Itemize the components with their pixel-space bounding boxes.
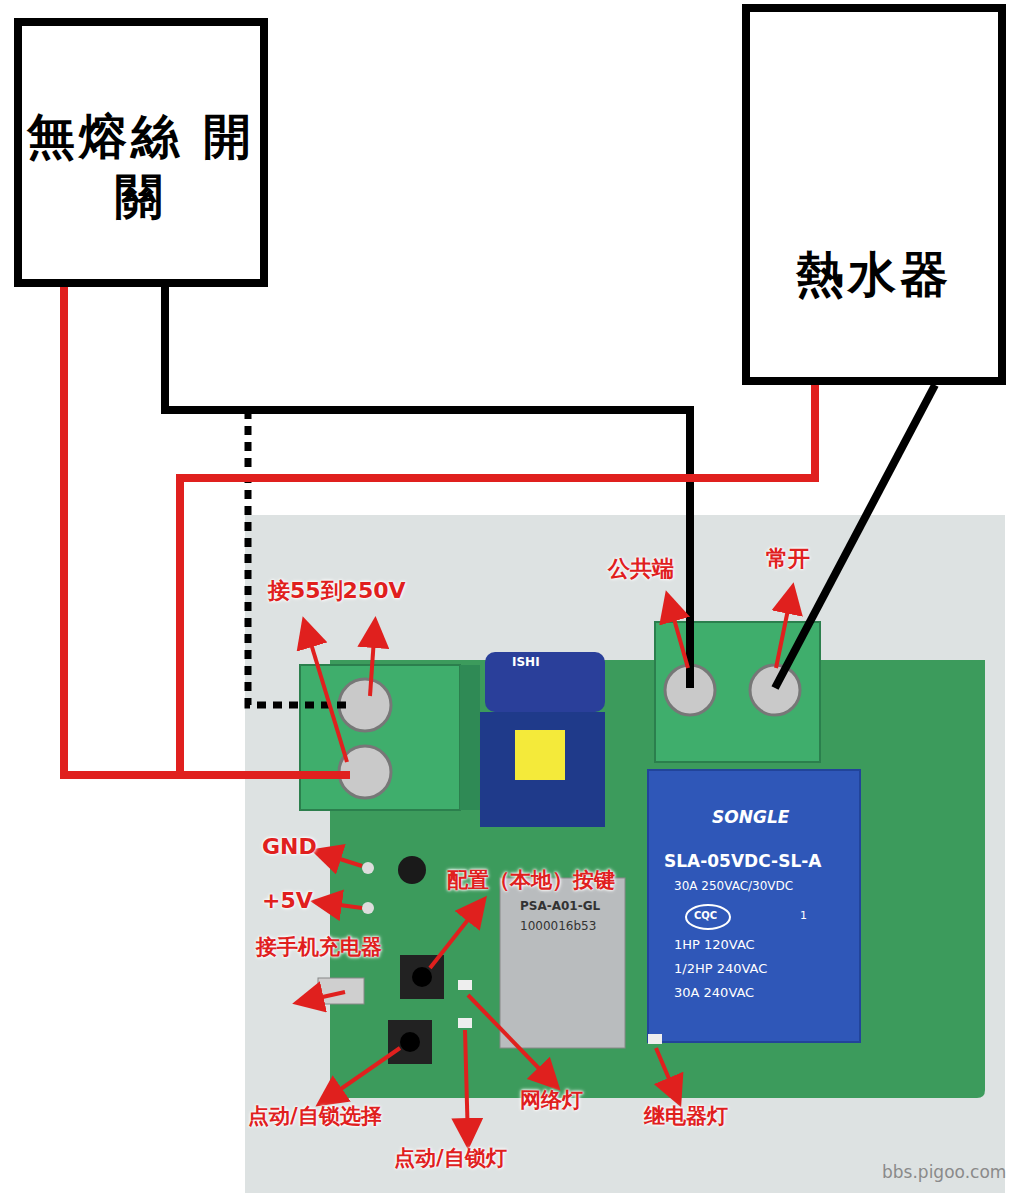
button-cap: [412, 967, 432, 987]
button-label: 配置（本地）按键: [447, 868, 615, 892]
capacitor: [485, 652, 605, 712]
mode-button: [388, 1020, 432, 1064]
leader-arrow: [668, 598, 688, 668]
cqc-mark: [686, 905, 730, 929]
leader-arrow: [305, 624, 347, 762]
led: [458, 980, 472, 990]
pin-hole: [362, 902, 374, 914]
pin-label: GND: [262, 834, 317, 859]
red-wire: [64, 287, 815, 775]
leader-arrow: [300, 992, 345, 1002]
leader-arrow: [468, 995, 555, 1085]
leader-arrow: [318, 902, 362, 908]
breaker-box: 無熔絲 開關: [14, 18, 268, 287]
red-wire-stub: [176, 771, 350, 779]
relay-marking: 1: [800, 910, 807, 923]
relay-brand: SONGLE: [712, 808, 789, 828]
voltage-label: 接55到250V: [268, 578, 406, 603]
component-marking: ISHI: [512, 656, 540, 670]
led: [648, 1034, 662, 1044]
screw: [339, 679, 391, 731]
led-label: 继电器灯: [644, 1104, 728, 1128]
node-label: 無熔絲 開關: [22, 106, 260, 226]
led-label: 点动/自锁灯: [394, 1146, 507, 1170]
leader-arrow: [318, 852, 362, 866]
relay-marking: CQC: [694, 910, 717, 922]
leader-arrow: [370, 624, 375, 696]
led-label: 网络灯: [520, 1088, 583, 1112]
module-marking: PSA-A01-GL: [520, 900, 600, 914]
leader-arrow: [465, 1030, 468, 1142]
wifi-module: [500, 878, 625, 1048]
relay-marking: 30A 250VAC/30VDC: [674, 880, 793, 894]
relay-marking: 1/2HP 240VAC: [674, 962, 767, 977]
pin-label: +5V: [262, 888, 313, 913]
leader-arrow: [656, 1048, 678, 1100]
terminal-side: [460, 665, 480, 810]
black-wire: [165, 287, 690, 688]
relay-model: SLA-05VDC-SL-A: [664, 852, 821, 872]
leader-arrow: [430, 902, 482, 968]
black-wire: [775, 385, 935, 688]
relay-marking: 30A 240VAC: [674, 986, 754, 1001]
small-capacitor: [398, 856, 426, 884]
dotted-wire: [248, 410, 352, 705]
relay-marking: 1HP 120VAC: [674, 938, 755, 953]
terminal-label: 公共端: [608, 556, 674, 581]
pin-hole: [362, 862, 374, 874]
button-label: 点动/自锁选择: [248, 1104, 382, 1128]
relay: [648, 770, 860, 1042]
terminal-label: 常开: [766, 546, 810, 571]
led: [458, 1018, 472, 1028]
node-label: 熱水器: [796, 244, 952, 304]
screw: [750, 665, 800, 715]
transformer-core: [515, 730, 565, 780]
leader-arrow: [776, 590, 792, 668]
heater-box: 熱水器: [742, 4, 1006, 385]
port-label: 接手机充电器: [256, 935, 382, 959]
transformer: [480, 712, 605, 827]
module-marking: 1000016b53: [520, 920, 596, 934]
photo-background: [245, 515, 1005, 1193]
watermark: bbs.pigoo.com: [882, 1163, 1006, 1183]
button-cap: [400, 1032, 420, 1052]
leader-arrow: [322, 1048, 400, 1102]
